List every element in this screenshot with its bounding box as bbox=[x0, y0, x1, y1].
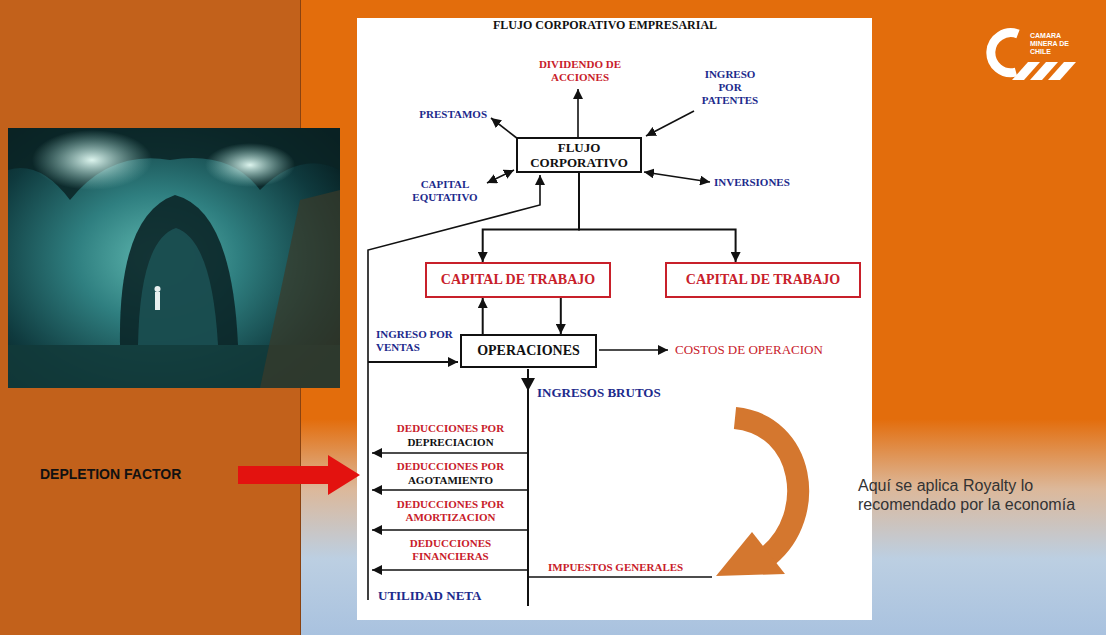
box-text: CAPITAL DE TRABAJO bbox=[686, 272, 840, 288]
input-label: INVERSIONES bbox=[714, 176, 824, 189]
input-label: PRESTAMOS bbox=[405, 108, 487, 121]
output-label: DIVIDENDO DE ACCIONES bbox=[525, 58, 635, 84]
capital-box: CAPITAL DE TRABAJO bbox=[425, 262, 611, 298]
deduction-label: DEPRECIACION bbox=[378, 436, 523, 449]
tax-label: IMPUESTOS GENERALES bbox=[548, 561, 718, 574]
flow-arrow bbox=[482, 298, 484, 334]
note-text: Aquí se aplica Royalty lo recomendado po… bbox=[858, 476, 1083, 514]
deduction-label: AGOTAMIENTO bbox=[378, 474, 523, 487]
box-text: FLUJO CORPORATIVO bbox=[526, 140, 632, 170]
cost-label: COSTOS DE OPERACION bbox=[675, 342, 865, 358]
box-text: OPERACIONES bbox=[477, 343, 580, 359]
flow-label: INGRESOS BRUTOS bbox=[537, 385, 697, 401]
result-label: UTILIDAD NETA bbox=[378, 588, 528, 604]
input-label: INGRESO POR PATENTES bbox=[695, 68, 765, 107]
flow-arrow bbox=[483, 173, 579, 262]
flow-arrow bbox=[560, 298, 562, 334]
input-label: INGRESO POR VENTAS bbox=[376, 328, 458, 354]
flow-arrow bbox=[579, 173, 736, 262]
deduction-label: DEDUCCIONES POR bbox=[378, 422, 523, 435]
operations-box: OPERACIONES bbox=[460, 334, 597, 368]
deduction-label: DEDUCCIONES FINANCIERAS bbox=[378, 537, 523, 563]
deduction-label: DEDUCCIONES POR AMORTIZACION bbox=[378, 498, 523, 524]
deduction-label: DEDUCCIONES POR bbox=[378, 460, 523, 473]
diagram-title: FLUJO CORPORATIVO EMPRESARIAL bbox=[440, 18, 770, 32]
callout-label: DEPLETION FACTOR bbox=[40, 466, 230, 483]
flow-box: FLUJO CORPORATIVO bbox=[516, 137, 642, 173]
capital-box: CAPITAL DE TRABAJO bbox=[665, 262, 861, 298]
box-text: CAPITAL DE TRABAJO bbox=[441, 272, 595, 288]
input-label: CAPITAL EQUTATIVO bbox=[405, 178, 485, 204]
logo-text: CAMARA MINERA DE CHILE bbox=[1030, 32, 1070, 56]
